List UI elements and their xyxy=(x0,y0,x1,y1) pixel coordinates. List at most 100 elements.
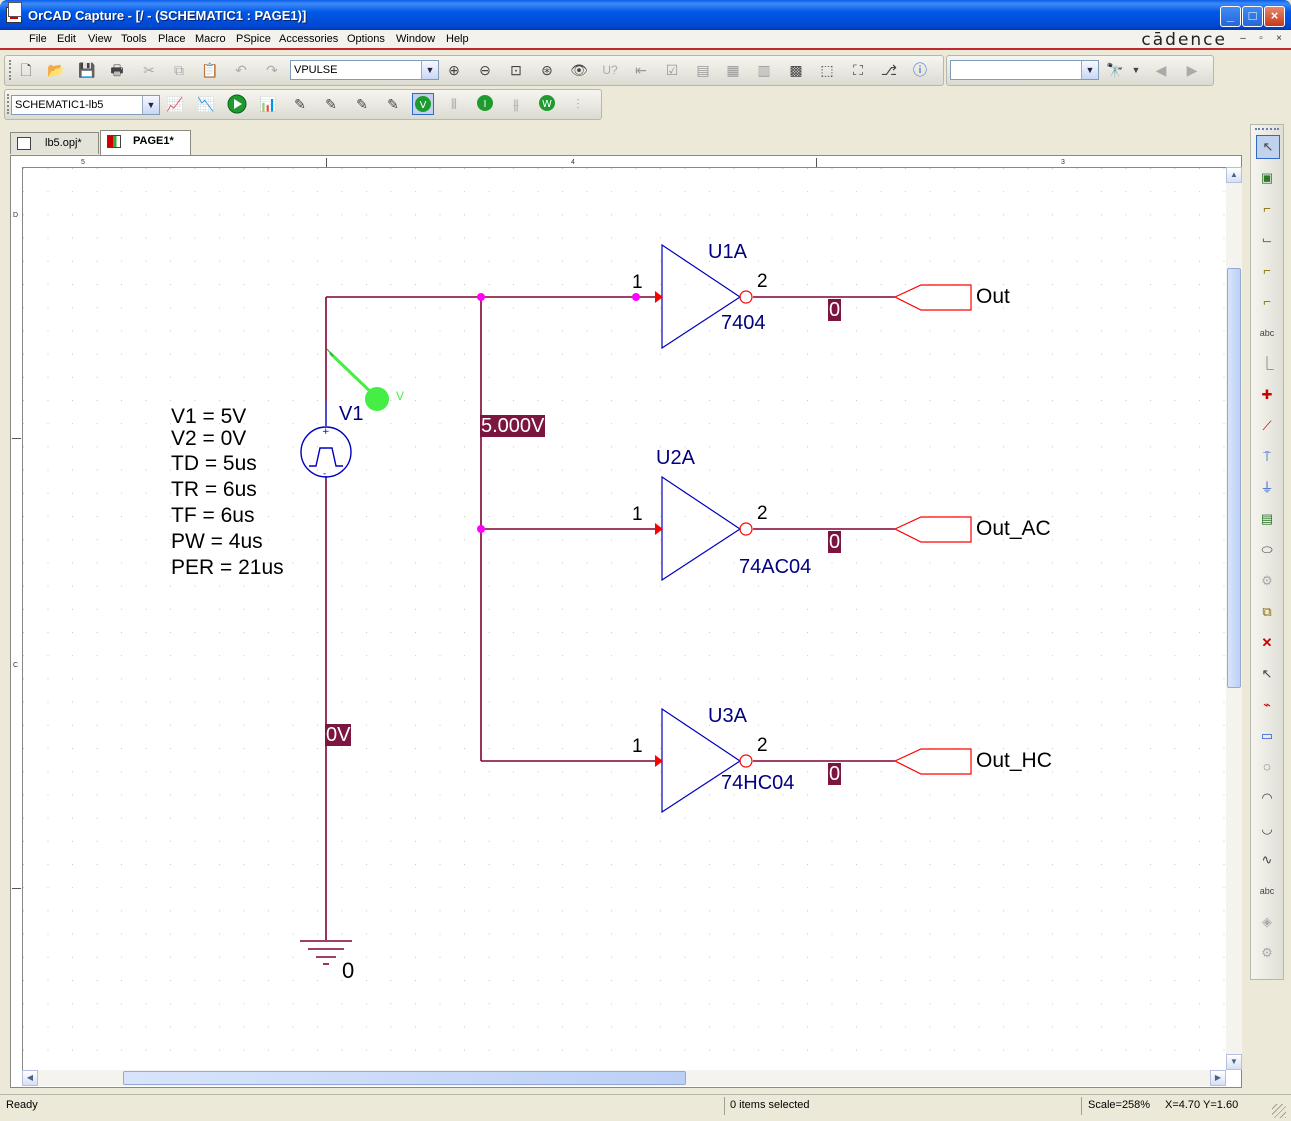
open-folder-icon[interactable]: 📂 xyxy=(47,62,65,78)
place-net-alias-icon[interactable]: abc xyxy=(1259,328,1275,338)
scroll-right-icon[interactable]: ▶ xyxy=(1210,1070,1226,1086)
eye-icon[interactable]: 👁 xyxy=(570,62,588,78)
menu-edit[interactable]: Edit xyxy=(57,33,76,45)
paste-icon[interactable]: 📋 xyxy=(201,62,219,78)
toolbar-grip[interactable] xyxy=(7,94,12,114)
drc-icon[interactable]: ☑ xyxy=(665,62,679,78)
enable-bias-voltage-display-icon[interactable]: V xyxy=(412,93,434,115)
place-off-page-connector-icon[interactable]: ⧉ xyxy=(1262,604,1272,619)
mdi-restore-button[interactable]: ▫ xyxy=(1259,33,1263,44)
menu-macro[interactable]: Macro xyxy=(195,33,226,45)
ground-symbol[interactable] xyxy=(300,940,352,965)
place-arc-icon[interactable]: ◠ xyxy=(1261,790,1273,805)
menu-view[interactable]: View xyxy=(88,33,112,45)
power-marker-icon[interactable]: ✎ xyxy=(387,96,399,112)
auto-wire-two-points-icon[interactable]: ⌐ xyxy=(1263,263,1271,278)
place-no-connect-icon[interactable]: ✕ xyxy=(1261,635,1273,650)
source-param-per[interactable]: PER = 21us xyxy=(171,556,284,579)
document-icon[interactable] xyxy=(8,2,22,17)
place-ground-icon[interactable]: ⏚ xyxy=(1260,480,1274,495)
place-power-icon[interactable]: ⍑ xyxy=(1263,449,1271,464)
scroll-left-icon[interactable]: ◀ xyxy=(22,1070,38,1086)
design-combo[interactable]: SCHEMATIC1-lb5 ▼ xyxy=(11,95,160,115)
gate-ref-u2a[interactable]: U2A xyxy=(656,447,695,469)
menu-file[interactable]: File xyxy=(29,33,47,45)
print-icon[interactable]: 🖶 xyxy=(110,62,124,78)
area-select-icon[interactable]: ⬚ xyxy=(820,62,834,78)
new-file-icon[interactable]: 🗋 xyxy=(20,62,32,78)
dropdown-arrow-icon[interactable]: ▼ xyxy=(1131,65,1141,75)
bias-voltage-out-ac[interactable]: 0 xyxy=(828,531,842,553)
toggle-power-on-part-icon[interactable]: ⫶ xyxy=(576,96,580,112)
place-hierarchical-pin-icon[interactable]: ⚙ xyxy=(1261,573,1273,588)
help-icon[interactable]: ⓘ xyxy=(913,62,927,78)
bias-voltage-out[interactable]: 0 xyxy=(828,299,842,321)
run-simulation-icon[interactable] xyxy=(226,93,248,115)
zoom-in-icon[interactable]: ⊕ xyxy=(448,62,460,78)
place-part-icon[interactable]: ▣ xyxy=(1260,170,1274,185)
undo-icon[interactable]: ↶ xyxy=(235,62,247,78)
place-junction-icon[interactable]: ✚ xyxy=(1261,387,1273,402)
maximize-button[interactable]: □ xyxy=(1242,6,1263,27)
voltage-differential-marker-icon[interactable]: ✎ xyxy=(325,96,337,112)
menu-place[interactable]: Place xyxy=(158,33,186,45)
port-label-out-hc[interactable]: Out_HC xyxy=(976,749,1052,772)
place-pspice-component-icon[interactable]: ⚙ xyxy=(1261,945,1273,960)
save-icon[interactable]: 💾 xyxy=(78,62,96,78)
voltage-marker-icon[interactable]: ✎ xyxy=(294,96,306,112)
vpulse-source-symbol[interactable]: + - xyxy=(300,402,352,480)
binoculars-icon[interactable]: 🔭 xyxy=(1106,62,1124,78)
zoom-out-icon[interactable]: ⊖ xyxy=(479,62,491,78)
gate-part-u2a[interactable]: 74AC04 xyxy=(739,556,812,578)
scroll-up-icon[interactable]: ▲ xyxy=(1226,167,1242,183)
place-line-icon[interactable]: ↖ xyxy=(1261,666,1273,681)
enable-bias-current-display-icon[interactable]: I xyxy=(474,93,496,115)
source-param-td[interactable]: TD = 5us xyxy=(171,452,257,475)
bias-voltage-main-node[interactable]: 5.000V xyxy=(480,415,546,437)
port-out-hc[interactable] xyxy=(893,748,972,775)
part-combo[interactable]: VPULSE ▼ xyxy=(290,60,439,80)
mdi-close-button[interactable]: × xyxy=(1276,33,1282,44)
menu-pspice[interactable]: PSpice xyxy=(236,33,271,45)
place-hierarchical-block-icon[interactable]: ▤ xyxy=(1260,511,1274,526)
back-annotate-icon[interactable]: ⇤ xyxy=(635,62,647,78)
gate-ref-u1a[interactable]: U1A xyxy=(708,241,747,263)
gate-part-u3a[interactable]: 74HC04 xyxy=(721,772,795,794)
cross-reference-icon[interactable]: ▦ xyxy=(726,62,740,78)
place-rectangle-icon[interactable]: ▭ xyxy=(1260,728,1274,743)
project-manager-icon[interactable]: ⎇ xyxy=(880,62,898,78)
chevron-down-icon[interactable]: ▼ xyxy=(142,96,159,114)
auto-wire-multiple-points-icon[interactable]: ⌐ xyxy=(1263,294,1271,309)
gate-ref-u3a[interactable]: U3A xyxy=(708,705,747,727)
zoom-all-icon[interactable]: ⊛ xyxy=(541,62,553,78)
place-bus-icon[interactable]: ⎿ xyxy=(1260,356,1274,371)
place-bezier-icon[interactable]: ∿ xyxy=(1261,852,1273,867)
place-text-icon[interactable]: abc xyxy=(1259,886,1275,896)
source-param-v1[interactable]: V1 = 5V xyxy=(171,405,247,428)
select-arrow-icon[interactable]: ↖ xyxy=(1256,135,1280,159)
port-out[interactable] xyxy=(893,284,972,311)
snap-grid-icon[interactable]: ▩ xyxy=(789,62,803,78)
place-ieee-symbol-icon[interactable]: ◈ xyxy=(1262,914,1272,929)
port-label-out[interactable]: Out xyxy=(976,285,1010,308)
source-param-tr[interactable]: TR = 6us xyxy=(171,478,257,501)
palette-grip[interactable] xyxy=(1255,128,1279,132)
menu-tools[interactable]: Tools xyxy=(121,33,147,45)
place-wire-icon[interactable]: ⌐ xyxy=(1263,201,1271,216)
search-combo[interactable]: ▼ xyxy=(950,60,1099,80)
resize-grip[interactable] xyxy=(1272,1104,1286,1118)
close-button[interactable]: × xyxy=(1264,6,1285,27)
find-next-icon[interactable]: ▶ xyxy=(1186,62,1198,78)
port-label-out-ac[interactable]: Out_AC xyxy=(976,517,1051,540)
current-marker-icon[interactable]: ✎ xyxy=(356,96,368,112)
place-bus-entry-icon[interactable]: ⟋ xyxy=(1262,418,1272,433)
vertical-scroll-thumb[interactable] xyxy=(1227,268,1241,688)
copy-icon[interactable]: ⧉ xyxy=(174,62,184,78)
enable-bias-power-display-icon[interactable]: W xyxy=(536,93,558,115)
source-param-tf[interactable]: TF = 6us xyxy=(171,504,255,527)
redo-icon[interactable]: ↷ xyxy=(266,62,278,78)
netlist-icon[interactable]: ▤ xyxy=(696,62,710,78)
place-elliptical-arc-icon[interactable]: ◡ xyxy=(1261,821,1273,836)
zoom-area-icon[interactable]: ⊡ xyxy=(510,62,522,78)
source-param-v2[interactable]: V2 = 0V xyxy=(171,427,247,450)
